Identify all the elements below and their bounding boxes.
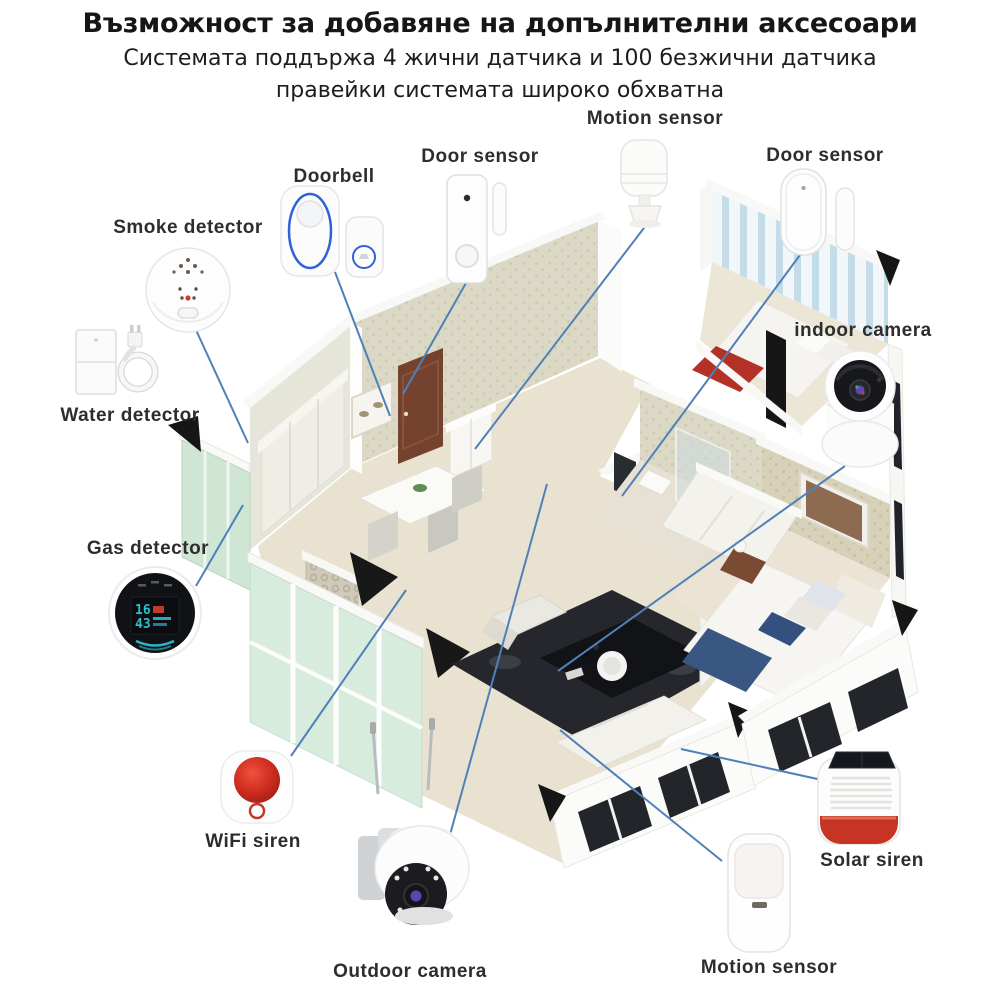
door-sensor-top-image bbox=[444, 170, 508, 293]
leader-line-door-sensor-top bbox=[402, 282, 467, 395]
water-detector-image bbox=[66, 322, 166, 412]
svg-text:43: 43 bbox=[135, 617, 151, 632]
label-indoor-camera: indoor camera bbox=[794, 320, 932, 341]
door-sensor-right-image bbox=[778, 166, 860, 265]
smoke-detector-image bbox=[143, 245, 233, 340]
leader-line-motion-sensor-bottom bbox=[559, 729, 723, 862]
motion-sensor-bottom-image bbox=[724, 830, 798, 961]
label-wifi-siren: WiFi siren bbox=[205, 831, 301, 852]
page-subtitle-line2: правейки системата широко обхватна bbox=[275, 78, 725, 103]
wifi-siren-image bbox=[217, 747, 297, 832]
label-outdoor-camera: Outdoor camera bbox=[333, 961, 487, 982]
leader-line-indoor-camera bbox=[557, 465, 846, 672]
outdoor-camera-image bbox=[348, 716, 482, 961]
label-door-sensor-top: Door sensor bbox=[421, 146, 539, 167]
leader-line-door-sensor-right bbox=[621, 254, 801, 497]
motion-sensor-top-image bbox=[613, 132, 677, 235]
page-subtitle-line1: Системата поддържа 4 жични датчика и 100… bbox=[123, 46, 877, 71]
gas-detector-image: 16 43 bbox=[106, 564, 204, 667]
bathroom bbox=[596, 378, 766, 576]
doorbell-image bbox=[278, 183, 386, 286]
label-solar-siren: Solar siren bbox=[820, 850, 924, 871]
leader-line-smoke-detector bbox=[195, 329, 249, 444]
label-doorbell: Doorbell bbox=[293, 166, 375, 187]
label-motion-sensor-top: Motion sensor bbox=[586, 108, 724, 129]
leader-line-doorbell bbox=[334, 271, 391, 417]
label-gas-detector: Gas detector bbox=[86, 538, 210, 559]
leader-line-solar-siren bbox=[680, 748, 823, 781]
label-door-sensor-right: Door sensor bbox=[766, 145, 884, 166]
page-title: Възможност за добавяне на допълнителни а… bbox=[82, 8, 918, 39]
svg-text:16: 16 bbox=[135, 603, 151, 618]
label-smoke-detector: Smoke detector bbox=[113, 217, 263, 238]
label-motion-sensor-bottom: Motion sensor bbox=[700, 957, 838, 978]
indoor-camera-image bbox=[810, 344, 910, 477]
solar-siren-image bbox=[810, 742, 910, 861]
label-water-detector: Water detector bbox=[60, 405, 200, 426]
